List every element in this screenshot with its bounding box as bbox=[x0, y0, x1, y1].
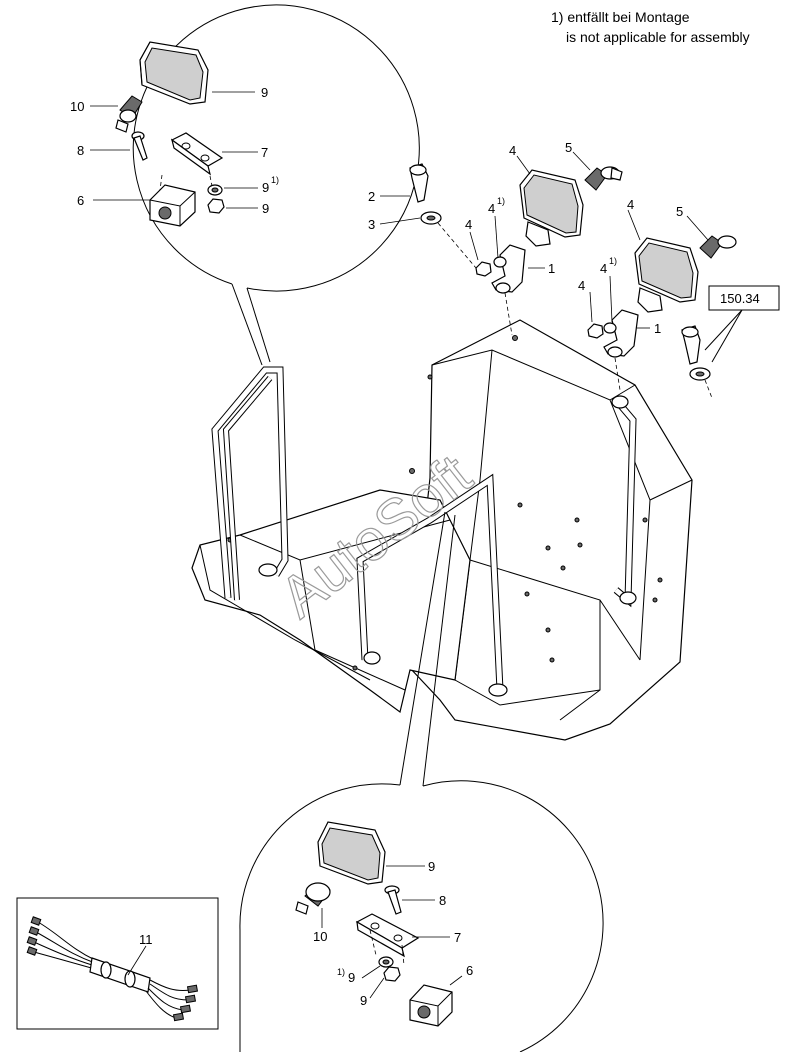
reference-box-label: 150.34 bbox=[720, 291, 760, 306]
callout-9: 9 bbox=[261, 85, 268, 100]
top-detail-circle bbox=[132, 4, 420, 292]
callout-4-note: 4 bbox=[488, 201, 495, 216]
work-lamp-housing bbox=[139, 41, 209, 105]
halogen-bulb bbox=[115, 95, 143, 133]
callout-8: 8 bbox=[77, 143, 84, 158]
callout-10: 10 bbox=[313, 929, 327, 944]
tube-clamp bbox=[149, 184, 196, 227]
halogen-bulb bbox=[295, 882, 331, 915]
harness-frame bbox=[16, 897, 219, 1030]
tube-clamp bbox=[409, 984, 453, 1027]
nut bbox=[383, 966, 401, 982]
top-detail-view: 9 10 8 7 9 1) 6 9 bbox=[70, 4, 420, 366]
callout-6: 6 bbox=[466, 963, 473, 978]
mounting-bracket bbox=[170, 132, 224, 176]
callout-7: 7 bbox=[261, 145, 268, 160]
footnote-line-2: is not applicable for assembly bbox=[566, 29, 750, 45]
callout-3: 3 bbox=[368, 217, 375, 232]
callout-9-note: 9 bbox=[262, 180, 269, 195]
callout-4: 4 bbox=[627, 197, 634, 212]
mounting-bracket bbox=[603, 309, 639, 357]
callout-6: 6 bbox=[77, 193, 84, 208]
callout-5: 5 bbox=[565, 140, 572, 155]
mounting-holes bbox=[227, 335, 663, 671]
work-lamp-housing bbox=[317, 821, 386, 885]
callout-superscript: 1) bbox=[337, 967, 345, 977]
machine-cab-frame bbox=[191, 319, 693, 741]
nut bbox=[207, 198, 225, 214]
callout-4: 4 bbox=[578, 278, 585, 293]
guard-rails bbox=[211, 366, 637, 697]
reference-box: 150.34 bbox=[704, 285, 780, 363]
wiring-harness-box: 11 bbox=[16, 897, 219, 1030]
mounting-bracket bbox=[491, 244, 526, 293]
lamp-assembly-left bbox=[409, 163, 623, 336]
wiring-harness bbox=[26, 916, 199, 1022]
callout-10: 10 bbox=[70, 99, 84, 114]
callout-superscript: 1) bbox=[271, 175, 279, 185]
callout-2: 2 bbox=[368, 189, 375, 204]
callout-1: 1 bbox=[548, 261, 555, 276]
bottom-detail-view: 9 8 10 7 1) 9 9 6 bbox=[239, 511, 604, 1052]
callout-4: 4 bbox=[509, 143, 516, 158]
callout-4-note: 4 bbox=[600, 261, 607, 276]
callout-9: 9 bbox=[360, 993, 367, 1008]
callout-9-note: 9 bbox=[348, 970, 355, 985]
footnote-line-1: 1) entfällt bei Montage bbox=[551, 9, 690, 25]
callout-11: 11 bbox=[139, 932, 153, 947]
callout-4: 4 bbox=[465, 217, 472, 232]
bolt bbox=[131, 131, 148, 161]
callout-1: 1 bbox=[654, 321, 661, 336]
callout-superscript: 1) bbox=[497, 196, 505, 206]
callout-7: 7 bbox=[454, 930, 461, 945]
callout-9: 9 bbox=[428, 859, 435, 874]
callout-superscript: 1) bbox=[609, 256, 617, 266]
callout-8: 8 bbox=[439, 893, 446, 908]
callout-5: 5 bbox=[676, 204, 683, 219]
main-callouts: 2 3 4 5 4 1) 4 1 4 5 4 1) 4 1 bbox=[368, 140, 709, 336]
callout-9: 9 bbox=[262, 201, 269, 216]
lamp-assembly-right bbox=[587, 235, 737, 399]
